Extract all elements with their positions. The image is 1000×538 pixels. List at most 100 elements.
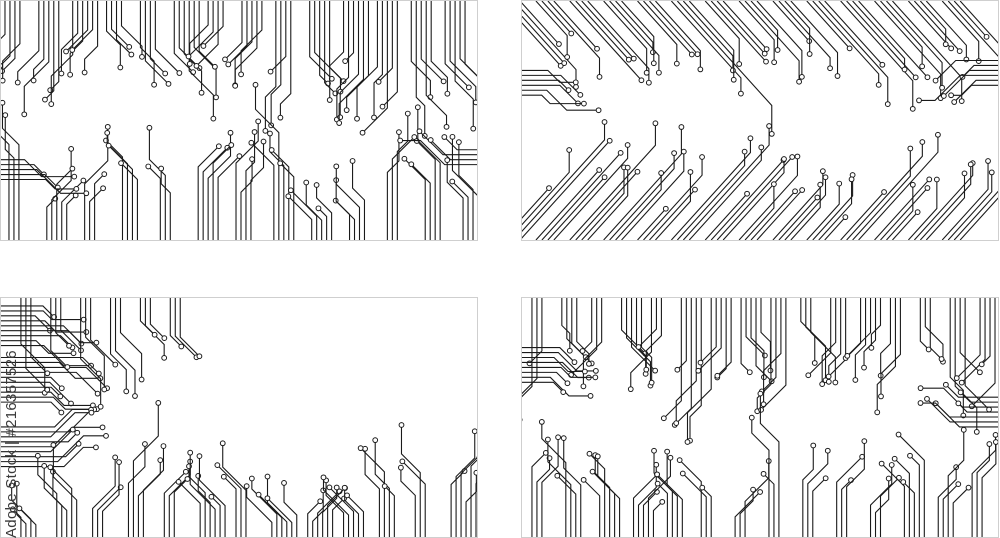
circuit-trace [322,477,350,537]
circuit-trace [120,162,138,240]
circuit-pad [128,51,135,58]
circuit-trace [547,439,572,537]
circuit-pad [652,120,659,127]
circuit-pad [667,454,674,461]
circuit-trace [756,189,803,240]
circuit-pad [924,396,930,402]
circuit-trace [97,486,122,537]
circuit-trace [852,1,906,70]
circuit-trace [522,298,533,398]
circuit-trace [682,126,770,240]
circuit-trace [1,376,63,389]
circuit-trace [119,298,143,380]
circuit-pad [465,84,472,91]
circuit-trace [396,113,409,240]
circuit-pad [546,185,552,191]
circuit-pad [768,131,775,137]
circuit-pad [648,379,655,386]
circuit-pad [953,375,960,381]
circuit-trace [522,356,585,373]
circuit-pad [678,124,685,130]
circuit-trace [952,487,969,537]
circuit-pad [354,115,360,122]
circuit-trace [188,1,214,57]
circuit-pad [132,393,138,399]
circuit-trace [947,172,993,240]
circuit-pad [687,169,694,175]
circuit-pad [100,185,106,192]
circuit-trace [722,1,768,50]
circuit-pad [627,386,634,393]
circuit-pad [157,457,164,464]
circuit-pad [47,87,54,94]
circuit-trace [522,366,596,378]
circuit-trace [132,402,159,537]
circuit-pad [264,495,271,502]
circuit-pad [861,364,867,371]
circuit-pad [470,125,477,132]
circuit-pad [34,452,41,459]
circuit-trace [270,1,287,73]
circuit-pad [650,60,657,67]
circuit-trace [56,168,73,240]
circuit-trace [401,460,426,537]
circuit-trace [451,181,469,240]
circuit-trace [597,456,621,537]
circuit-trace [382,1,398,108]
circuit-pad [967,161,974,168]
circuit-pad [58,385,65,392]
circuit-trace [332,498,345,537]
circuit-pad [74,429,81,436]
circuit-pad [222,56,228,63]
circuit-trace [615,173,662,240]
circuit-trace [1,381,72,404]
circuit-trace [1,135,10,240]
circuit-trace [43,465,68,537]
circuit-pattern-3 [1,298,477,537]
circuit-trace [65,1,89,52]
circuit-trace [69,1,84,75]
circuit-pad [792,188,798,195]
circuit-pad [566,147,573,153]
circuit-pad [210,115,217,122]
circuit-trace [818,1,889,105]
circuit-pad [757,390,764,397]
circuit-trace [841,479,852,537]
circuit-pad [260,138,267,145]
circuit-trace [264,1,277,131]
circuit-trace [148,127,166,240]
circuit-pad [653,461,660,468]
circuit-pad [824,447,831,454]
circuit-pad [427,137,434,143]
circuit-trace [1,432,78,443]
circuit-trace [336,1,350,120]
circuit-trace [212,144,232,240]
circuit-trace [1,356,100,374]
circuit-pad [825,378,832,385]
circuit-trace [740,298,751,373]
circuit-pad [21,111,28,118]
circuit-pad [16,505,23,512]
circuit-trace [824,216,846,240]
circuit-trace [710,159,784,240]
circuit-trace [108,145,133,240]
circuit-trace [464,1,477,77]
circuit-pad [50,442,57,448]
circuit-pad [227,129,234,136]
circuit-pad [811,360,818,366]
circuit-trace [1,1,11,66]
circuit-trace [1,426,103,448]
circuit-pad [123,388,130,395]
circuit-trace [178,481,201,537]
circuit-trace [547,1,601,77]
circuit-pad [399,458,406,465]
circuit-trace [316,184,333,240]
circuit-trace [541,1,572,34]
circuit-pad [315,205,322,212]
circuit-pad [342,58,349,64]
circuit-pad [741,148,748,155]
circuit-trace [475,481,477,537]
circuit-trace [267,497,293,537]
circuit-trace [682,473,707,537]
circuit-trace [12,508,22,537]
